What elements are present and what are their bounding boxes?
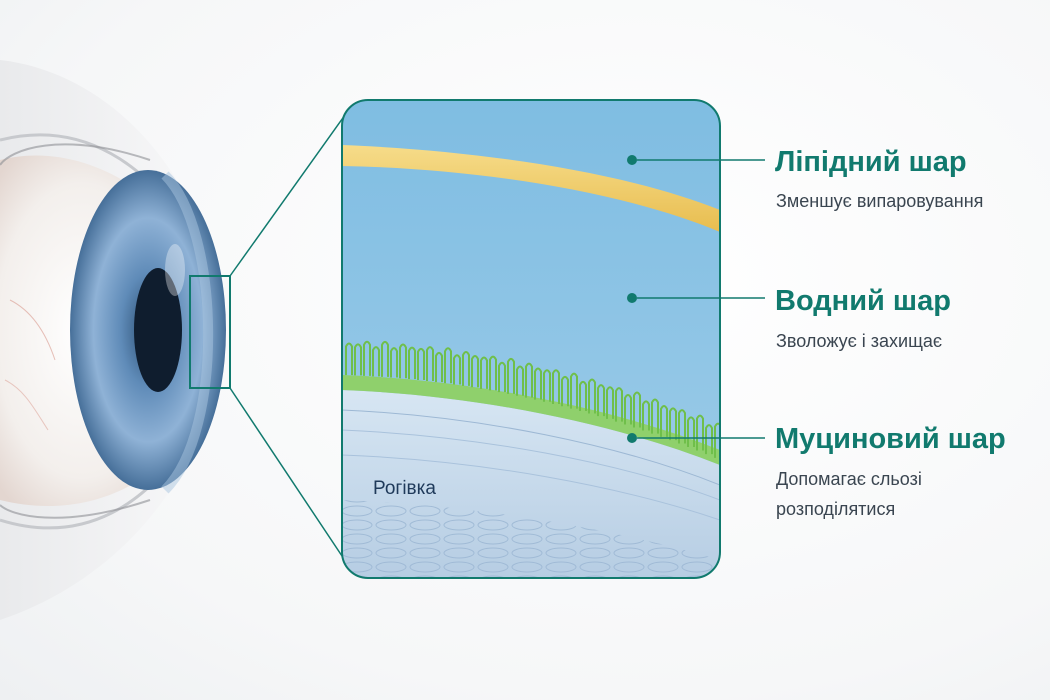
eye-highlight bbox=[165, 244, 185, 296]
panel-border bbox=[341, 99, 721, 579]
mucin-callout-dot bbox=[627, 433, 637, 443]
pupil bbox=[134, 268, 182, 392]
lipid-layer-title: Ліпідний шар bbox=[775, 146, 967, 178]
mucin-layer-title: Муциновий шар bbox=[775, 423, 1006, 455]
mucin-layer-description: Допомагає сльозі розподілятися bbox=[776, 469, 922, 519]
zoom-line-bottom bbox=[229, 387, 351, 569]
eye-illustration bbox=[0, 60, 226, 620]
lipid-callout-dot bbox=[627, 155, 637, 165]
aqueous-callout-dot bbox=[627, 293, 637, 303]
zoom-box bbox=[189, 275, 231, 389]
magnified-panel bbox=[342, 100, 720, 578]
cornea-label: Рогівка bbox=[373, 478, 436, 499]
zoom-line-top bbox=[229, 107, 351, 277]
lipid-layer-description: Зменшує випаровування bbox=[776, 191, 984, 211]
cornea-bulge bbox=[161, 171, 214, 494]
mucin-villi bbox=[345, 340, 720, 458]
lipid-layer bbox=[342, 145, 720, 232]
aqueous-layer-description: Зволожує і захищає bbox=[776, 331, 943, 351]
aqueous-layer-title: Водний шар bbox=[775, 285, 951, 317]
mucin-layer bbox=[342, 375, 720, 465]
